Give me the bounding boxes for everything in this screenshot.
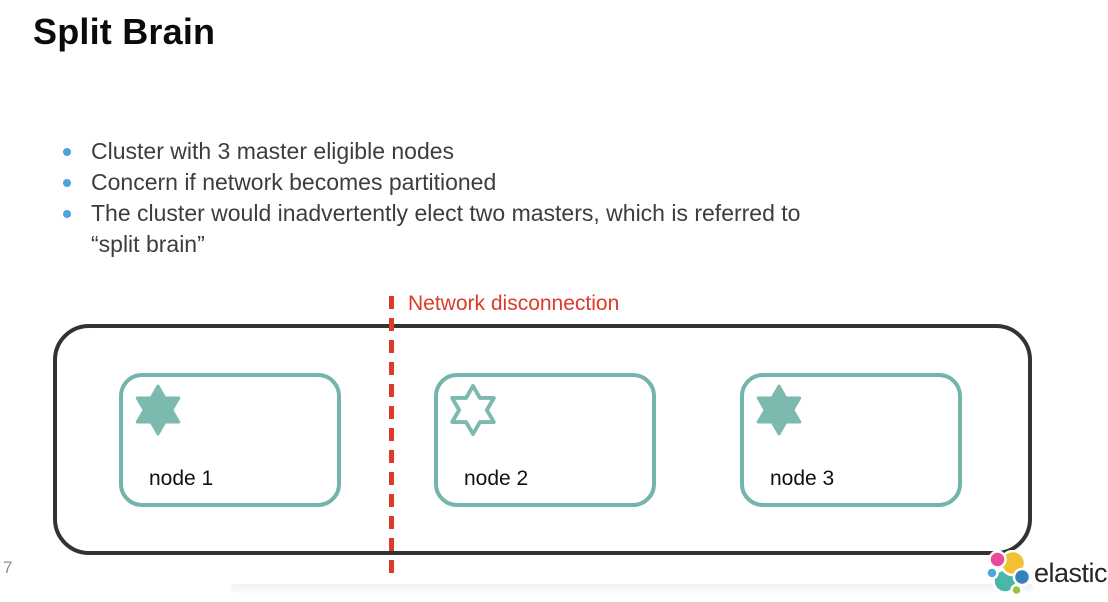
bullet-list: Cluster with 3 master eligible nodes Con… — [60, 136, 970, 260]
elastic-logo: elastic — [986, 550, 1108, 596]
elastic-logo-text: elastic — [1034, 557, 1108, 588]
network-disconnection-dashed-line — [389, 296, 394, 581]
page-number: 7 — [3, 558, 13, 577]
elastic-logo-icon — [986, 550, 1032, 596]
page-title: Split Brain — [33, 11, 216, 52]
master-star-icon — [135, 384, 181, 436]
node-2-box: node 2 — [434, 373, 656, 507]
bullet-item: Cluster with 3 master eligible nodes — [60, 136, 970, 167]
network-disconnection-label: Network disconnection — [408, 292, 620, 315]
node-label: node 2 — [464, 467, 529, 490]
node-1-box: node 1 — [119, 373, 341, 507]
master-eligible-star-icon — [450, 384, 496, 436]
bullet-item: Concern if network becomes partitioned — [60, 167, 970, 198]
node-label: node 3 — [770, 467, 835, 490]
bullet-item: The cluster would inadvertently elect tw… — [60, 198, 970, 260]
node-label: node 1 — [149, 467, 214, 490]
master-star-icon — [756, 384, 802, 436]
slide-bottom-shadow — [231, 584, 1034, 593]
node-3-box: node 3 — [740, 373, 962, 507]
